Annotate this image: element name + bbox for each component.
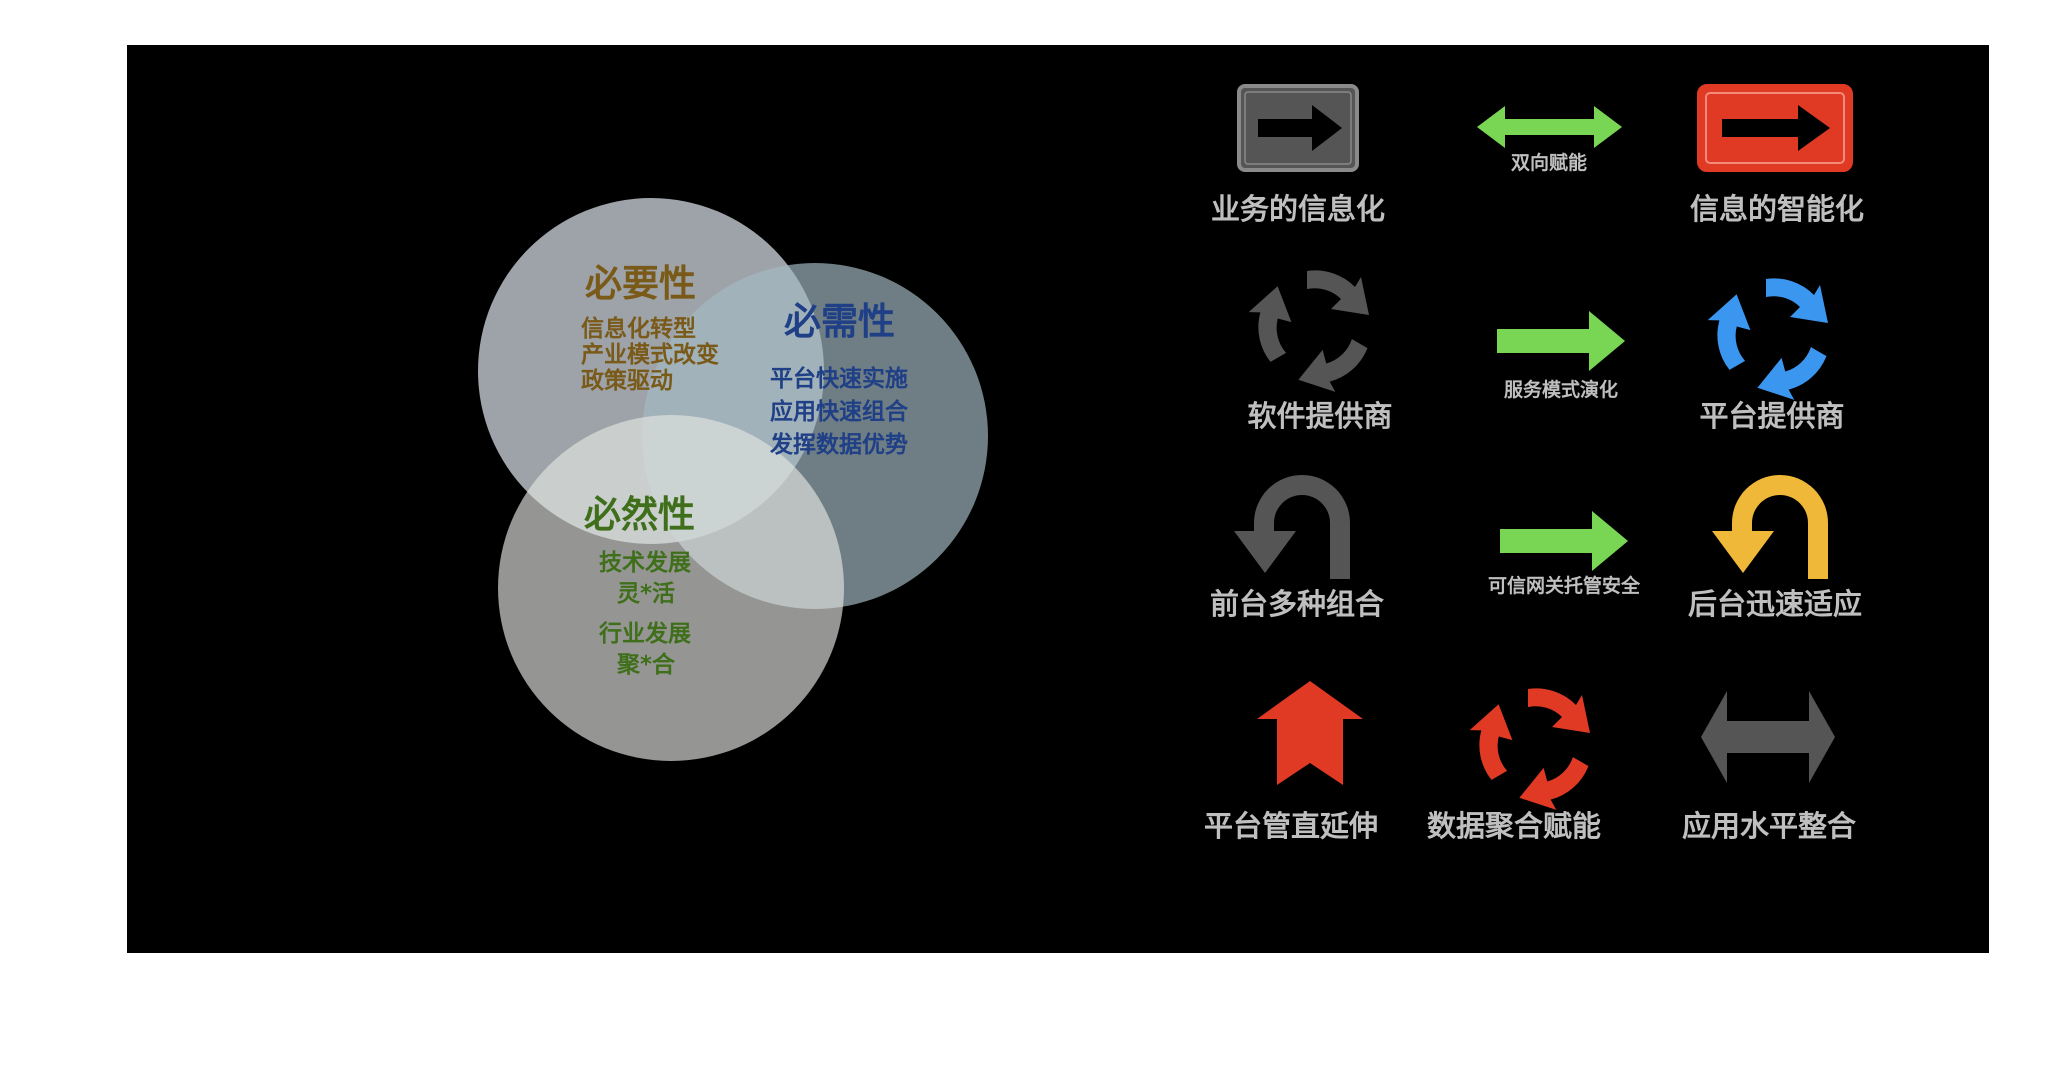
two-way-enable-label: 双向赋能 — [1510, 152, 1587, 174]
inevitability-line: 行业发展 — [599, 621, 691, 647]
arrow-sign-icon — [1237, 84, 1359, 172]
software-provider-label: 软件提供商 — [1247, 399, 1393, 433]
inevitability-line: 聚*合 — [617, 652, 676, 678]
inevitability-line: 灵*活 — [617, 581, 676, 607]
necessity-line: 信息化转型 — [581, 316, 696, 342]
necessity-title: 必要性 — [585, 262, 696, 305]
data-aggregation-label: 数据聚合赋能 — [1426, 809, 1601, 843]
information-intelligence-label: 信息的智能化 — [1689, 192, 1864, 226]
arrow-sign-icon — [1697, 84, 1853, 172]
inevitability-line: 技术发展 — [599, 550, 691, 576]
u-turn-icon — [1712, 475, 1828, 579]
requisite-line: 发挥数据优势 — [770, 432, 908, 458]
backend-adapt-label: 后台迅速适应 — [1687, 587, 1862, 621]
inevitability-circle — [498, 415, 844, 761]
inevitability-title: 必然性 — [584, 493, 695, 536]
platform-vertical-label: 平台管直延伸 — [1203, 809, 1378, 843]
service-mode-evolution-label: 服务模式演化 — [1503, 379, 1618, 401]
cycle-arrows-icon — [1248, 270, 1369, 392]
business-informatization-label: 业务的信息化 — [1210, 192, 1385, 226]
necessity-line: 政策驱动 — [581, 368, 673, 394]
right-arrow-icon — [1497, 311, 1625, 371]
right-arrow-icon — [1500, 511, 1628, 571]
double-arrow-icon — [1477, 106, 1622, 148]
trusted-hosting-label: 可信网关托管安全 — [1487, 575, 1640, 597]
requisite-line: 应用快速组合 — [770, 399, 908, 425]
up-arrow-icon — [1257, 681, 1363, 785]
requisite-line: 平台快速实施 — [770, 366, 908, 392]
app-horizontal-label: 应用水平整合 — [1681, 809, 1856, 843]
double-arrow-icon — [1701, 691, 1835, 783]
cycle-arrows-icon — [1469, 688, 1590, 810]
requisite-title: 必需性 — [784, 300, 895, 343]
slide-canvas: 必要性 信息化转型 产业模式改变 政策驱动 必需性 平台快速实施 应用快速组合 … — [127, 45, 1989, 953]
venn-diagram — [478, 198, 988, 761]
necessity-line: 产业模式改变 — [581, 342, 719, 368]
cycle-arrows-icon — [1707, 278, 1828, 400]
u-turn-icon — [1234, 475, 1350, 579]
platform-provider-label: 平台提供商 — [1699, 399, 1845, 433]
frontend-combination-label: 前台多种组合 — [1209, 587, 1384, 621]
